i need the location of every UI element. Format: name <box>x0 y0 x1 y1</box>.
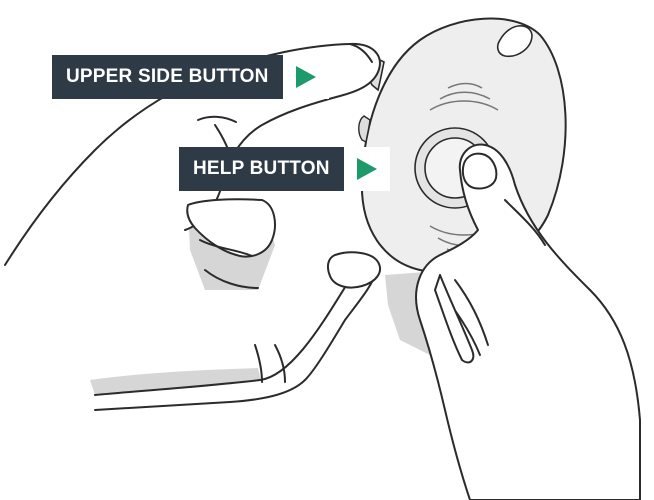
upper-side-button-arrow-box <box>283 55 329 99</box>
upper-side-button-callout: UPPER SIDE BUTTON <box>52 55 329 99</box>
play-triangle-icon <box>296 66 316 88</box>
upper-side-button-label: UPPER SIDE BUTTON <box>52 55 283 99</box>
help-button-callout: HELP BUTTON <box>179 147 390 191</box>
help-button-label: HELP BUTTON <box>179 147 344 191</box>
help-button-arrow-box <box>344 147 390 191</box>
play-triangle-icon <box>357 158 377 180</box>
